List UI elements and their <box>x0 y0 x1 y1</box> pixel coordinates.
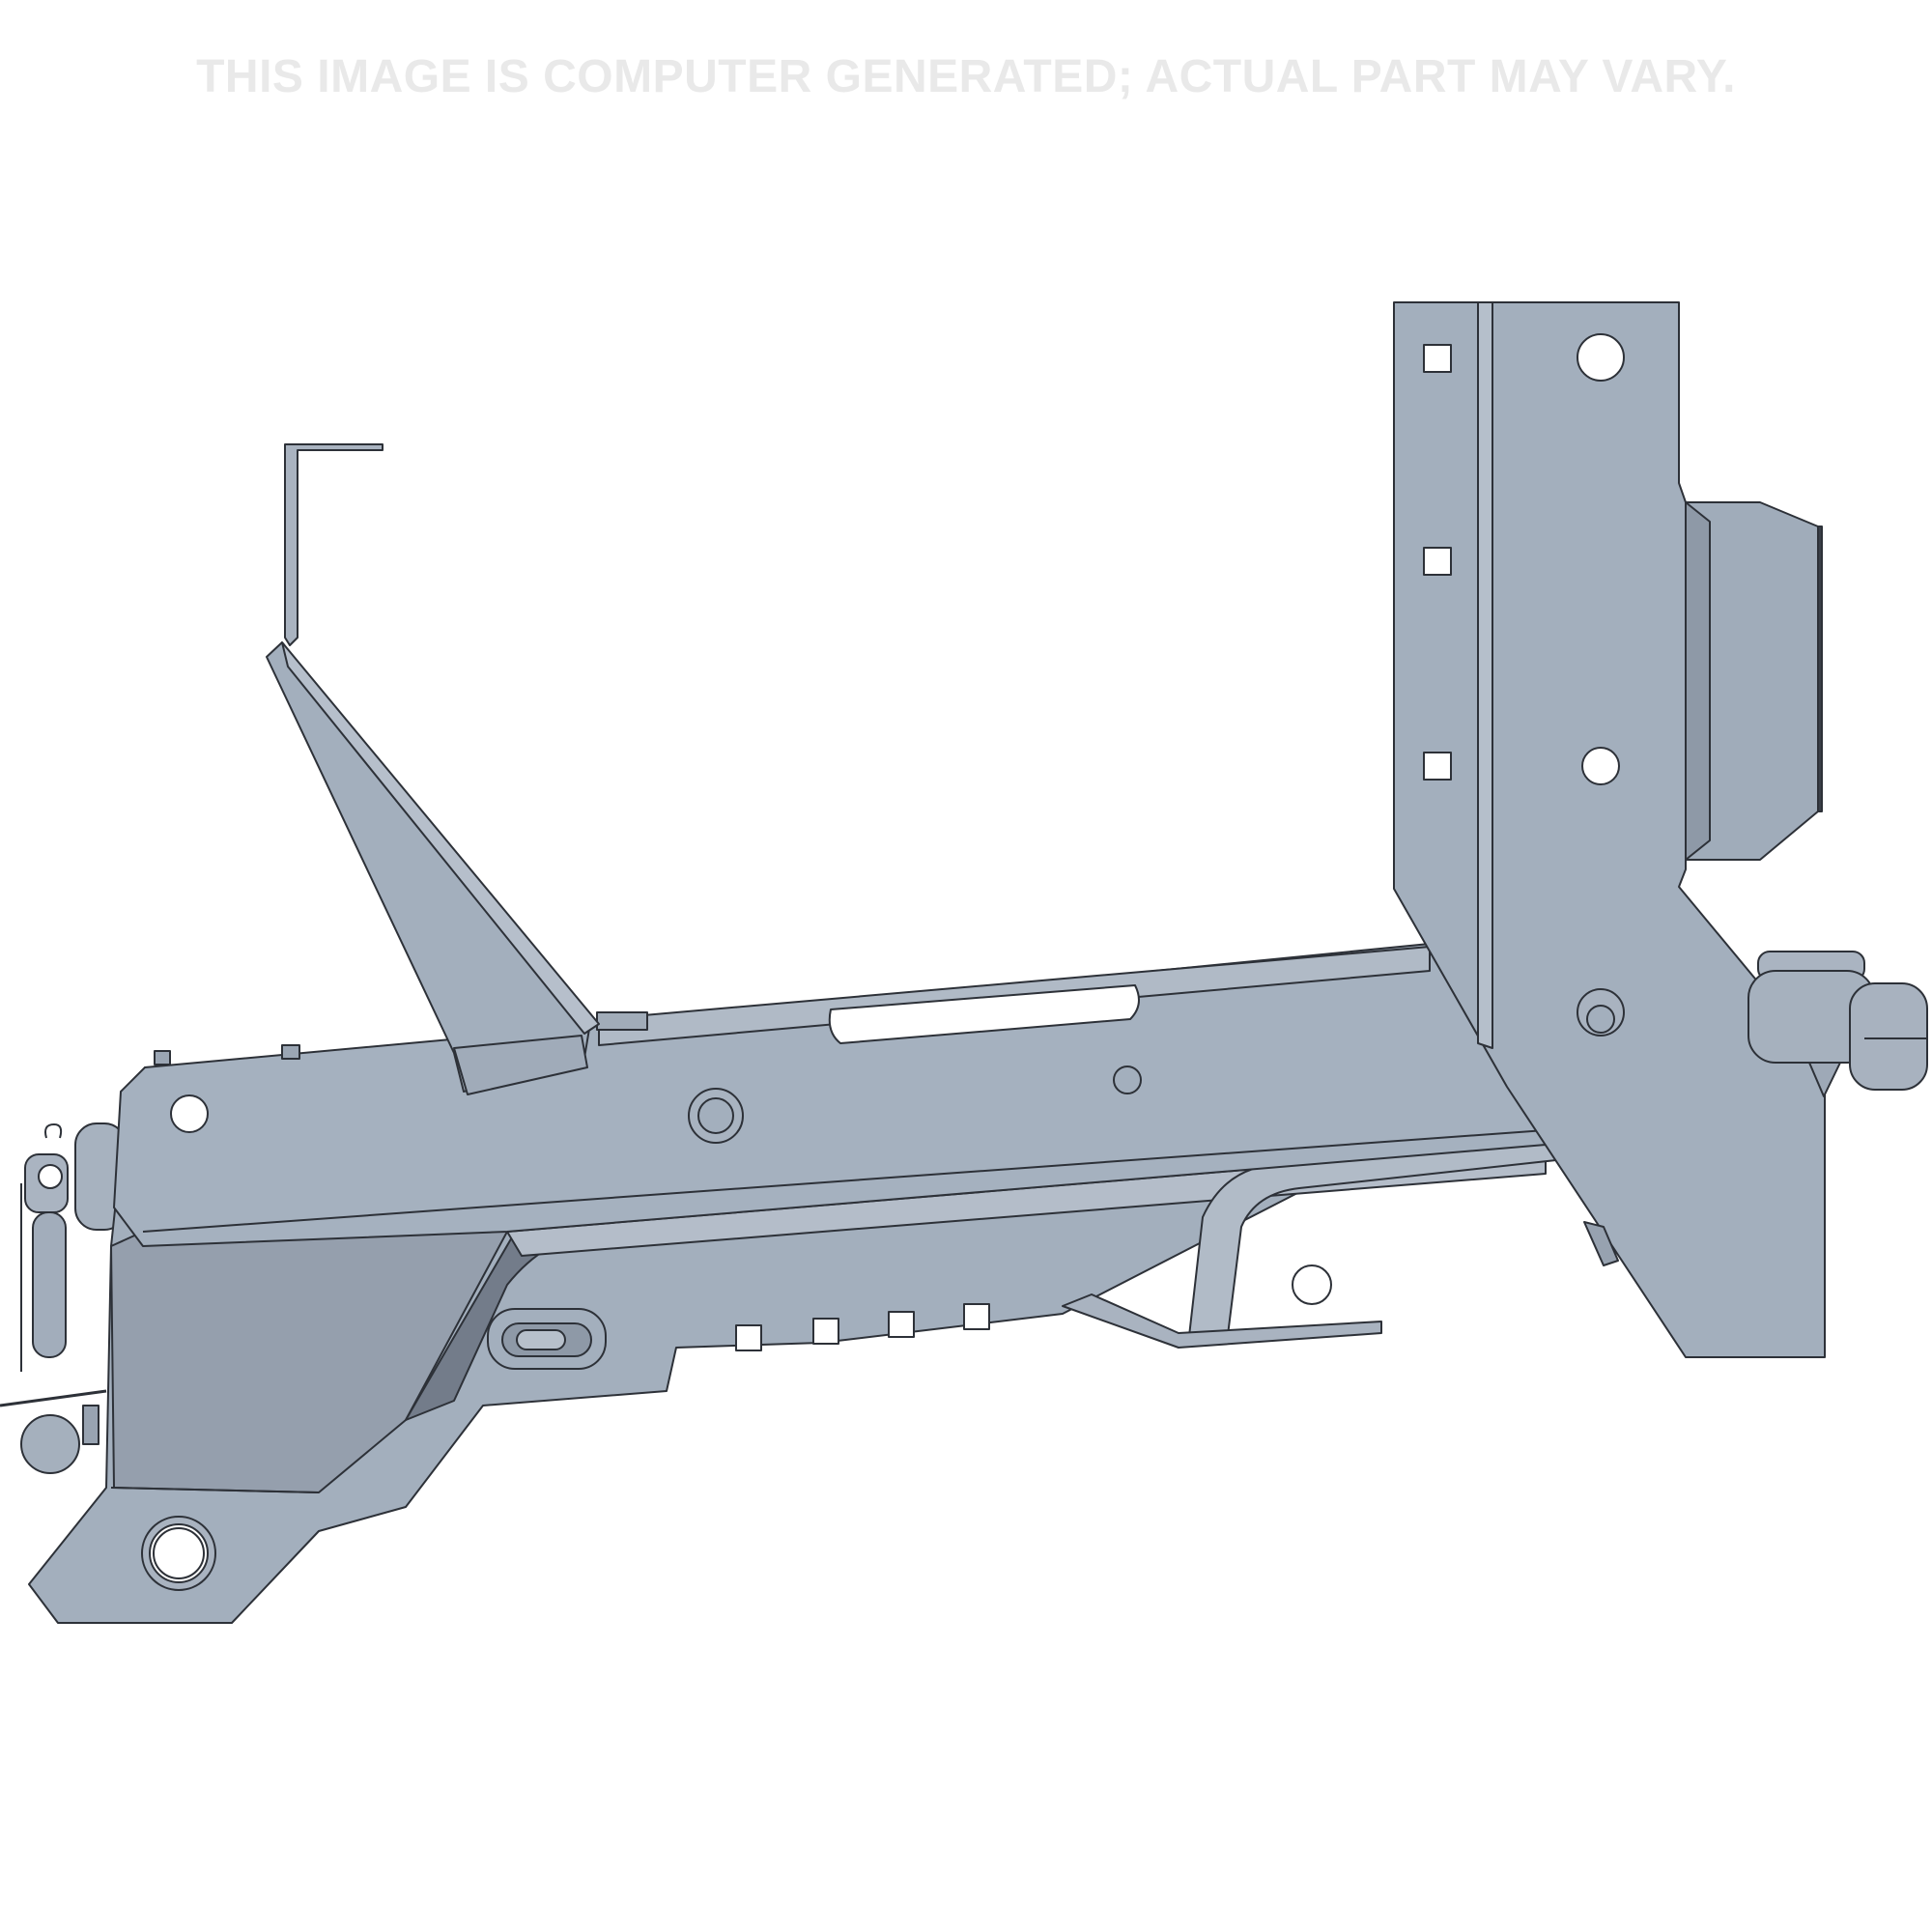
square-holes-lower <box>735 1303 990 1351</box>
slotted-boss <box>487 1308 607 1370</box>
angled-gusset-arm <box>266 443 600 1095</box>
side-wing-plate <box>1685 501 1823 861</box>
right-pin-bushing <box>1747 951 1928 1097</box>
disclaimer-text: THIS IMAGE IS COMPUTER GENERATED; ACTUAL… <box>196 51 1736 102</box>
vertical-mounting-plate <box>1393 301 1826 1358</box>
lower-tab-bracket <box>1583 1221 1619 1266</box>
lower-pivot-eye <box>141 1516 216 1591</box>
